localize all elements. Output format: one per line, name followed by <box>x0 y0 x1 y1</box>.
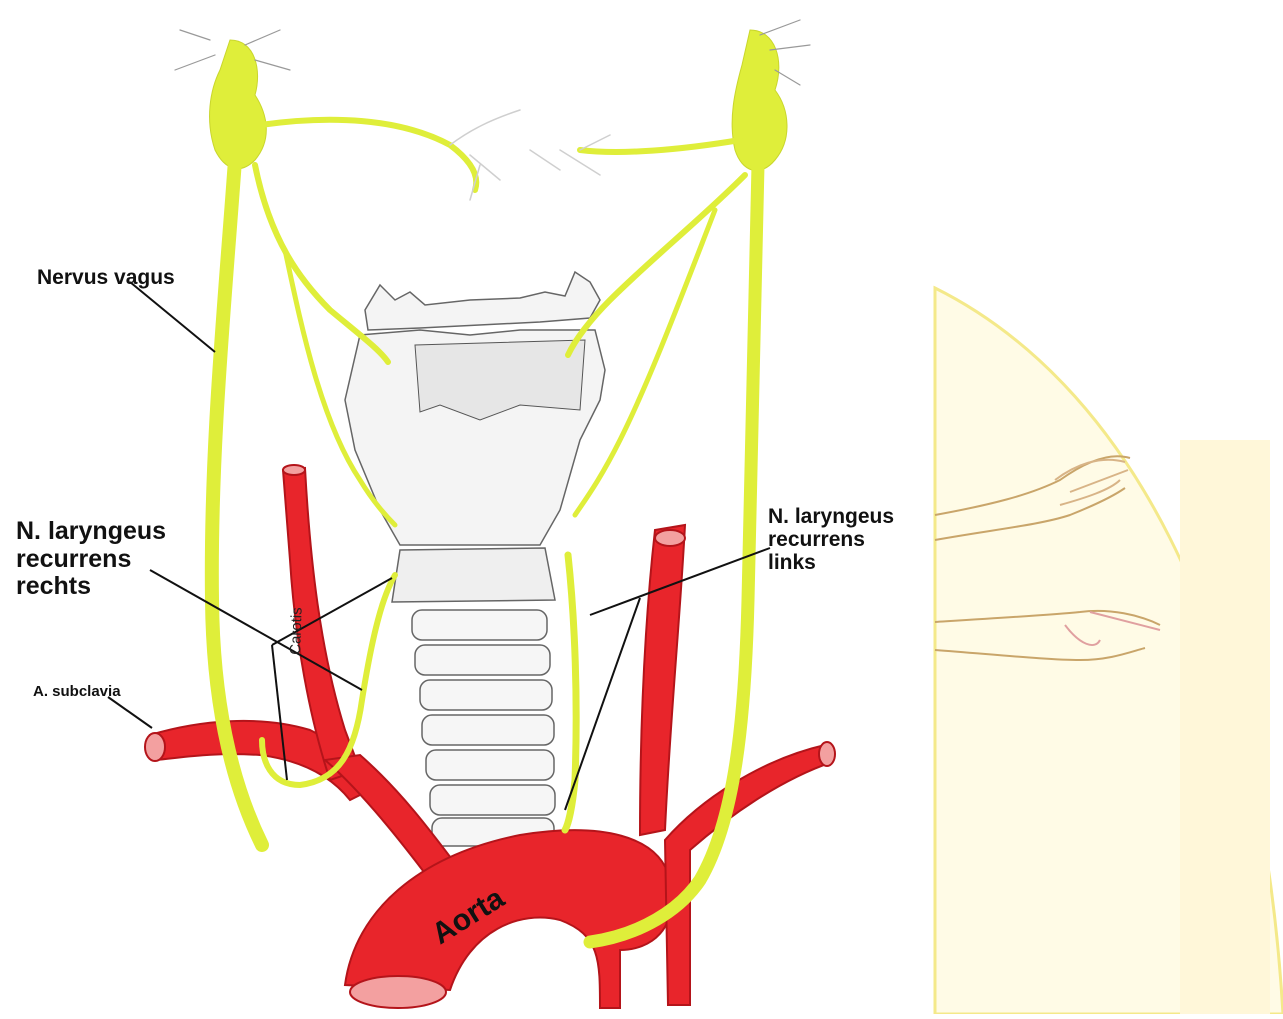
leader-subclavia <box>108 697 152 728</box>
background-panel <box>935 288 1283 1014</box>
left-superior-laryngeal-nerve <box>568 175 745 355</box>
leader-nervus-vagus <box>130 282 215 352</box>
label-n-laryngeus-rechts: N. laryngeus recurrens rechts <box>16 518 166 601</box>
trachea-ring <box>430 785 555 815</box>
trachea-ring <box>415 645 550 675</box>
label-line: recurrens <box>16 546 166 574</box>
trachea-ring <box>420 680 552 710</box>
right-pharyngeal-branch <box>260 120 476 190</box>
label-a-subclavia: A. subclavia <box>33 684 121 701</box>
label-n-laryngeus-links: N. laryngeus recurrens links <box>768 505 894 574</box>
pale-inner-panel <box>1180 440 1270 1014</box>
label-line: rechts <box>16 573 166 601</box>
left-vagus-ganglion <box>732 30 787 171</box>
subclavia-end <box>145 733 165 761</box>
trachea-ring <box>426 750 554 780</box>
label-carotis: Carotis <box>287 607 306 655</box>
left-common-carotid-artery <box>640 525 685 835</box>
left-pharyngeal-branch <box>580 140 740 152</box>
right-vagus-ganglion <box>210 40 267 169</box>
cricoid-cartilage <box>392 548 555 602</box>
leader-rechts-c <box>272 645 287 780</box>
right-superior-laryngeal-nerve <box>255 165 388 362</box>
left-recurrent-laryngeal-nerve <box>565 555 576 830</box>
label-line: N. laryngeus <box>768 505 894 528</box>
trachea <box>412 610 555 846</box>
label-line: links <box>768 551 894 574</box>
trachea-ring <box>422 715 554 745</box>
label-nervus-vagus: Nervus vagus <box>37 266 175 289</box>
trachea-ring <box>412 610 547 640</box>
aorta-end <box>350 976 446 1008</box>
leader-rechts-a <box>150 570 362 690</box>
pharyngeal-plexus <box>450 110 610 200</box>
left-subclavia-end <box>819 742 835 766</box>
label-line: recurrens <box>768 528 894 551</box>
nerve-fibers <box>175 20 810 85</box>
label-line: N. laryngeus <box>16 518 166 546</box>
left-carotid-end <box>655 530 685 546</box>
carotid-end <box>283 465 305 475</box>
left-subclavian-artery <box>665 745 832 1005</box>
hyoid-bone <box>365 272 600 330</box>
